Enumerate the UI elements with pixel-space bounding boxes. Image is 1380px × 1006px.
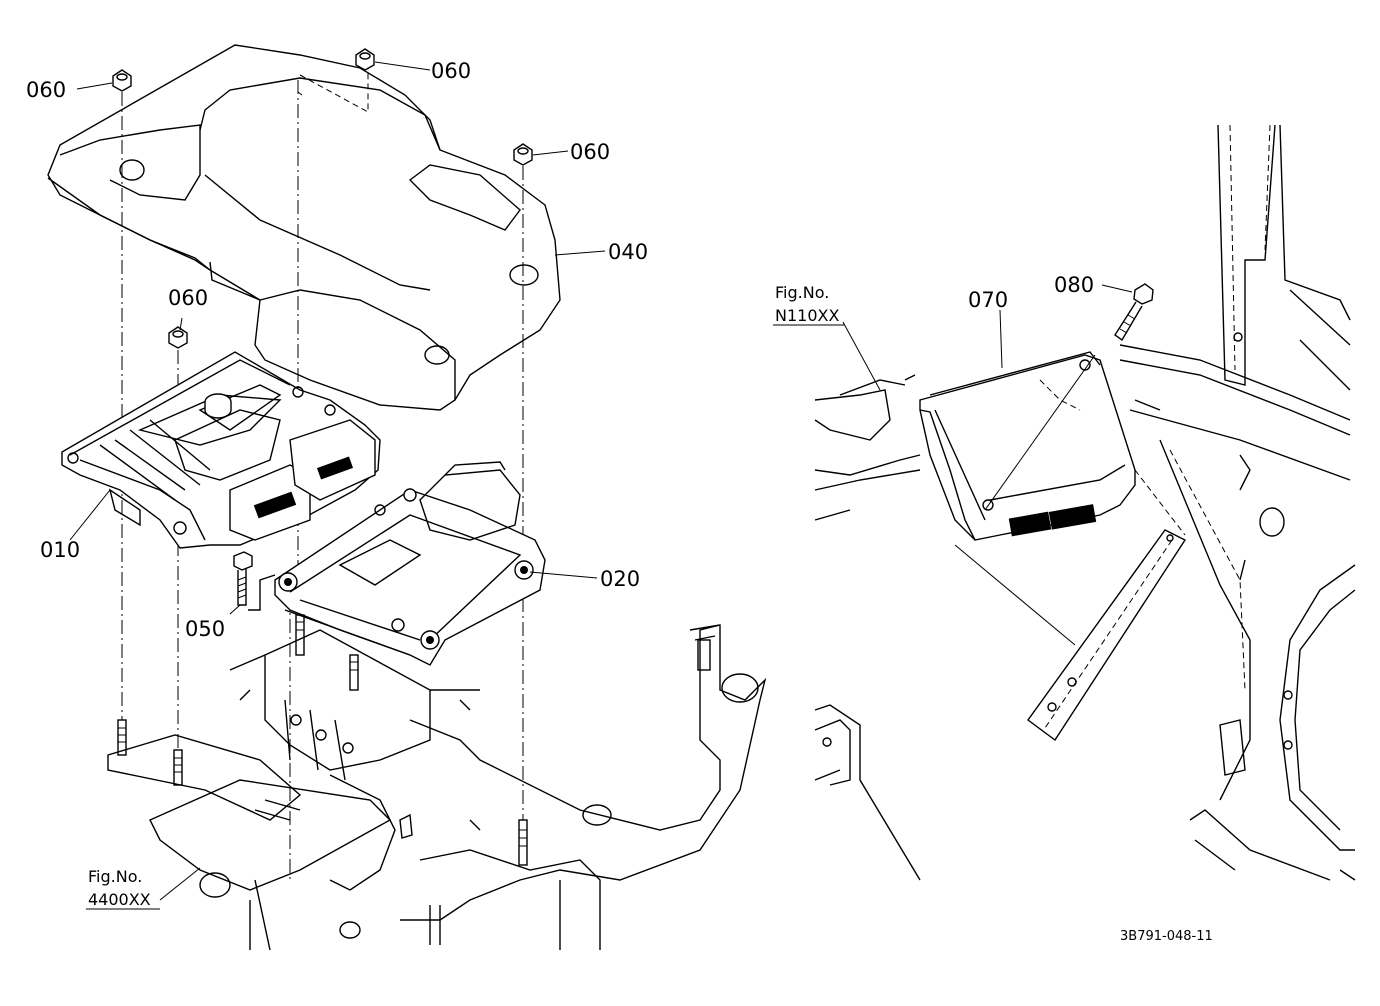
leader-lines-right xyxy=(842,284,1186,646)
callout-060-top-center: 060 xyxy=(431,59,471,83)
figure-ref-number: 4400XX xyxy=(88,890,151,909)
callout-070: 070 xyxy=(968,288,1008,312)
callout-010: 010 xyxy=(40,538,80,562)
flange-nut-060-b xyxy=(355,48,375,71)
callout-020: 020 xyxy=(600,567,640,591)
figure-ref-label: Fig.No. xyxy=(775,283,829,302)
mounting-studs xyxy=(117,614,528,866)
callout-060-right: 060 xyxy=(570,140,610,164)
cab-frame xyxy=(1119,124,1356,881)
callout-080: 080 xyxy=(1054,273,1094,297)
figure-ref-4400xx[interactable]: Fig.No. 4400XX xyxy=(86,867,160,910)
drawing-number: 3B791-048-11 xyxy=(1120,929,1213,944)
mounting-strap xyxy=(1027,529,1187,742)
ecu-controller xyxy=(61,351,381,549)
figure-ref-n110xx[interactable]: Fig.No. N110XX xyxy=(773,283,845,326)
callout-040: 040 xyxy=(608,240,648,264)
callout-050: 050 xyxy=(185,617,225,641)
figure-ref-number: N110XX xyxy=(775,306,839,325)
control-module-070 xyxy=(919,351,1136,541)
ecu-cover xyxy=(47,44,561,411)
leader-lines-left xyxy=(69,61,606,901)
bolt-050 xyxy=(233,551,276,611)
flange-nut-060-a xyxy=(112,69,132,92)
callout-labels: 060 060 060 060 040 010 020 050 070 080 xyxy=(26,59,1094,641)
flange-nut-060-d xyxy=(168,326,188,349)
ecu-bracket xyxy=(274,461,546,666)
figure-ref-label: Fig.No. xyxy=(88,867,142,886)
flange-nut-060-c xyxy=(513,143,533,166)
callout-060-ecu: 060 xyxy=(168,286,208,310)
callout-060-top-left: 060 xyxy=(26,78,66,102)
left-panel-frame xyxy=(814,374,921,881)
bolt-080 xyxy=(1114,283,1154,342)
lower-frame xyxy=(107,624,767,951)
